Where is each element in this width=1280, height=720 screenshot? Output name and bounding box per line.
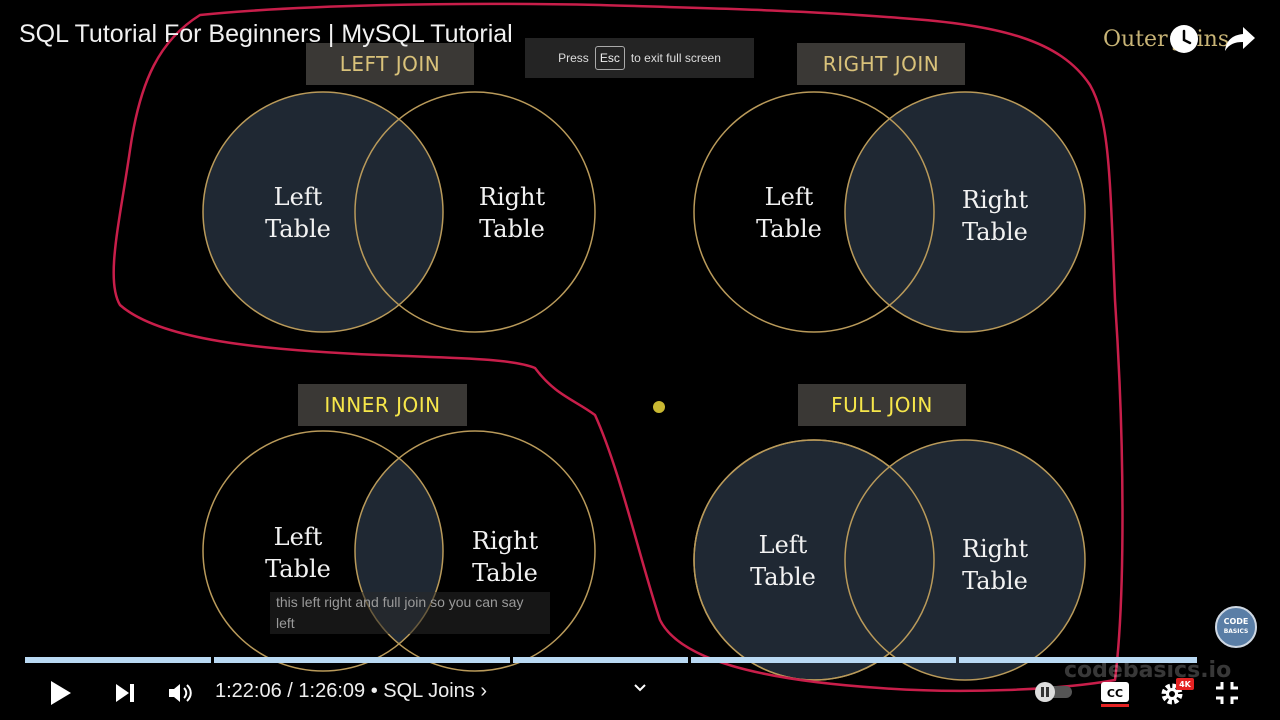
full-join-left-text-2: Table: [750, 563, 816, 591]
time-display: 1:22:06 / 1:26:09 • SQL Joins ›: [215, 680, 487, 703]
chapter-link[interactable]: • SQL Joins ›: [370, 680, 488, 702]
cc-label: CC: [1107, 687, 1123, 700]
full-join-label-text: FULL JOIN: [831, 393, 933, 417]
left-join-left-text-2: Table: [265, 215, 331, 243]
chapter-overlay-label: Outer Joins: [1103, 27, 1230, 52]
volume-icon[interactable]: [164, 676, 196, 710]
inner-join-right-circle: [354, 430, 596, 672]
watch-later-icon[interactable]: [1166, 22, 1202, 56]
right-join-right-text-2: Table: [962, 218, 1028, 246]
right-join-label: RIGHT JOIN: [797, 43, 965, 85]
inner-join-right-text-2: Table: [472, 559, 538, 587]
notice-press-text: Press: [558, 51, 589, 65]
current-time: 1:22:06: [215, 680, 282, 702]
inner-join-right-text-1: Right: [472, 527, 539, 555]
right-join-left-circle: [693, 91, 935, 333]
chevron-down-icon[interactable]: [630, 678, 650, 698]
autoplay-toggle-icon[interactable]: [1032, 680, 1076, 704]
time-separator: /: [287, 680, 293, 702]
fullscreen-notice: Press Esc to exit full screen: [525, 38, 754, 78]
full-join-right-circle: [844, 439, 1086, 681]
player-controls: CC 4K: [0, 668, 1280, 720]
play-icon[interactable]: [44, 676, 78, 710]
left-join-right-text-2: Table: [479, 215, 545, 243]
right-join-right-circle: [844, 91, 1086, 333]
left-join-right-text-1: Right: [479, 183, 546, 211]
next-icon[interactable]: [110, 676, 140, 710]
right-join-left-text-2: Table: [756, 215, 822, 243]
chapter-segment[interactable]: [959, 657, 1197, 663]
closed-caption: this left right and full join so you can…: [270, 592, 550, 634]
progress-bar[interactable]: [25, 657, 1255, 663]
chapter-segment[interactable]: [691, 657, 956, 663]
chapter-segment[interactable]: [25, 657, 211, 663]
quality-badge: 4K: [1179, 680, 1192, 689]
left-join-label: LEFT JOIN: [306, 43, 474, 85]
full-join-right-text-1: Right: [962, 535, 1029, 563]
inner-join-label: INNER JOIN: [298, 384, 467, 426]
right-join-label-text: RIGHT JOIN: [822, 52, 940, 76]
red-annotation-stroke: [112, 2, 1124, 693]
left-join-left-circle: [202, 91, 444, 333]
settings-icon[interactable]: 4K: [1156, 676, 1196, 708]
full-join-label: FULL JOIN: [798, 384, 966, 426]
exit-fullscreen-icon[interactable]: [1212, 678, 1242, 708]
video-title[interactable]: SQL Tutorial For Beginners | MySQL Tutor…: [19, 20, 513, 48]
cc-icon[interactable]: CC: [1100, 678, 1130, 708]
inner-join-left-text-1: Left: [274, 523, 323, 551]
duration: 1:26:09: [298, 680, 366, 702]
logo-line-2: BASICS: [1223, 628, 1249, 635]
right-join-left-text-1: Left: [765, 183, 814, 211]
share-icon[interactable]: [1222, 22, 1258, 56]
left-join-right-circle: [354, 91, 596, 333]
full-join-left-outline: [693, 439, 935, 681]
codebasics-logo: CODE BASICS: [1215, 606, 1257, 648]
inner-join-left-text-2: Table: [265, 555, 331, 583]
inner-join-left-circle: [202, 430, 444, 672]
full-join-left-text-1: Left: [759, 531, 808, 559]
left-join-label-text: LEFT JOIN: [339, 52, 441, 76]
chapter-segment[interactable]: [214, 657, 510, 663]
logo-line-1: CODE: [1223, 617, 1249, 626]
left-join-left-text-1: Left: [274, 183, 323, 211]
esc-key: Esc: [594, 46, 625, 70]
full-join-right-text-2: Table: [962, 567, 1028, 595]
right-join-right-text-1: Right: [962, 186, 1029, 214]
notice-exit-text: to exit full screen: [630, 51, 721, 65]
mouse-cursor: [653, 401, 665, 413]
inner-join-label-text: INNER JOIN: [324, 393, 441, 417]
chapter-segment[interactable]: [513, 657, 688, 663]
